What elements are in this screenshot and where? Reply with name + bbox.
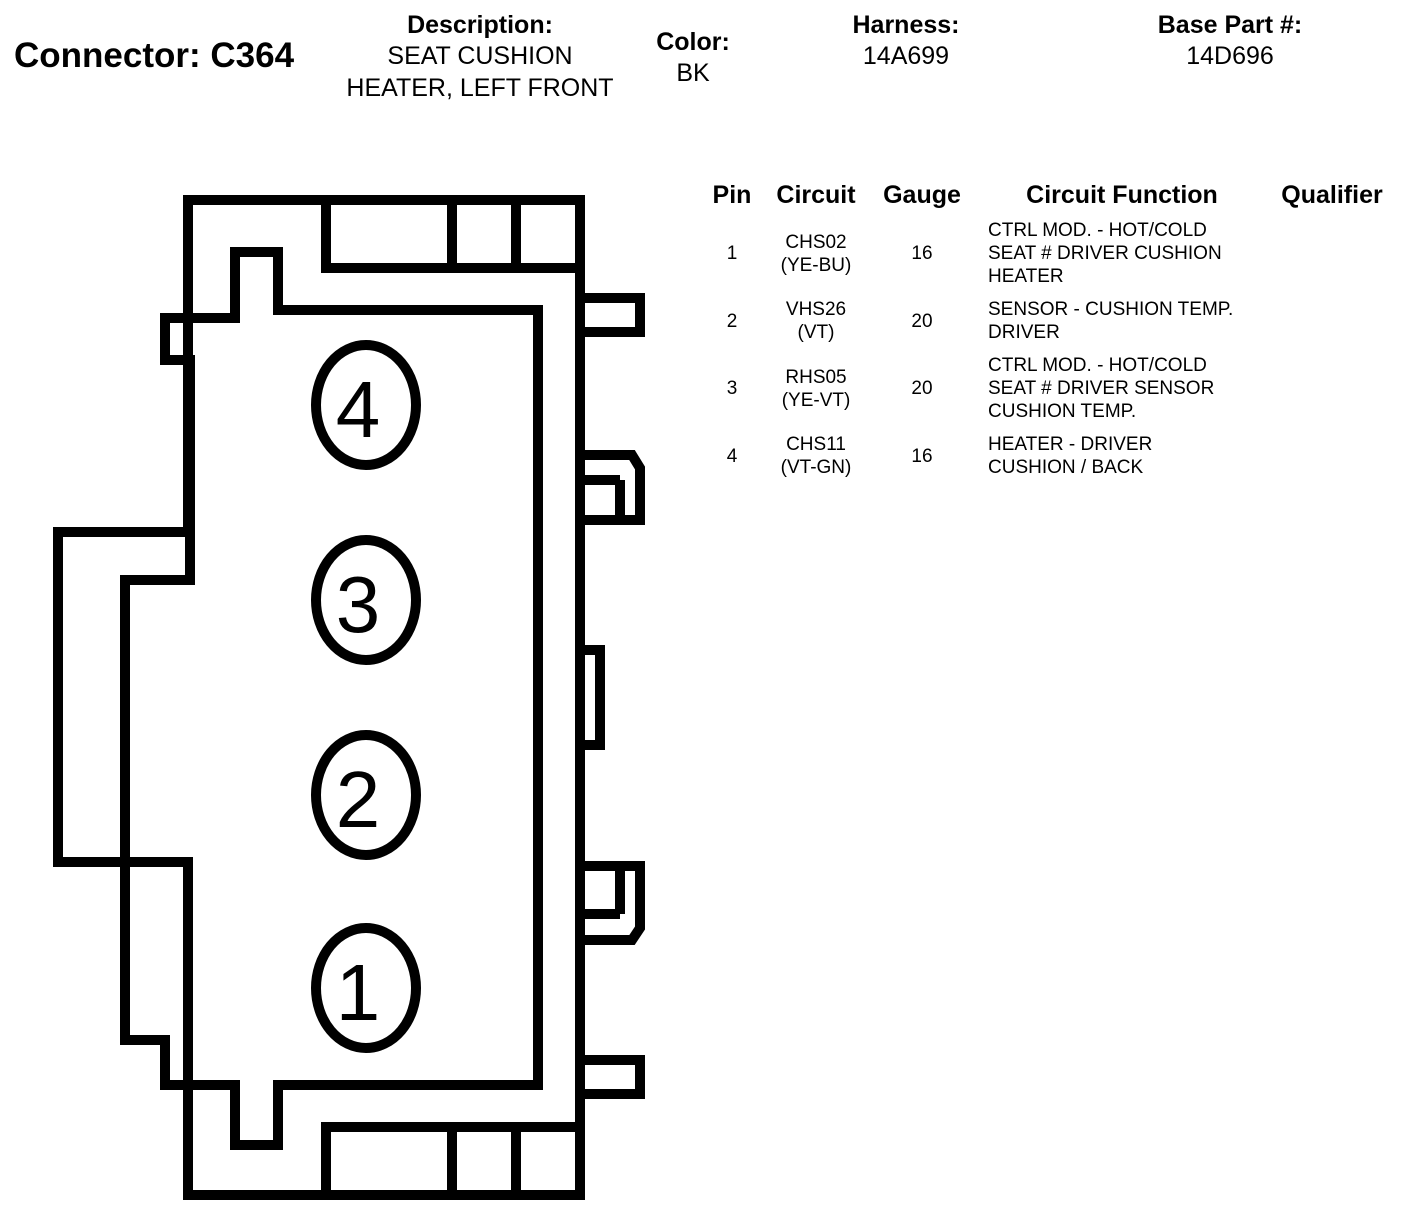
table-row: 1 CHS02 (YE-BU) 16 CTRL MOD. - HOT/COLD … [700,214,1396,293]
function-line: SEAT # DRIVER CUSHION [988,243,1222,264]
circuit-cell: RHS05 (YE-VT) [764,349,868,428]
header-circuit-function: Circuit Function [1026,180,1218,209]
pin-1-circle [311,923,421,1053]
qualifier [1268,349,1396,428]
function-line: CTRL MOD. - HOT/COLD [988,355,1207,376]
circuit-id: CHS11 [786,434,846,455]
connector-title: Connector: C364 [14,36,295,75]
function-line: CUSHION / BACK [988,457,1144,478]
pin-3-label: 3 [336,560,381,649]
harness-label: Harness: [852,11,960,39]
color-value: BK [676,59,710,87]
harness-block: Harness: 14A699 [806,10,1006,72]
table-row: 4 CHS11 (VT-GN) 16 HEATER - DRIVER CUSHI… [700,428,1396,484]
pin-3-circle [311,535,421,665]
top-latch [321,200,580,273]
description-line-2: HEATER, LEFT FRONT [346,74,614,102]
qualifier [1268,428,1396,484]
pin-table-header: Pin Circuit Gauge Circuit Function Quali… [700,176,1396,214]
circuit-cell: VHS26 (VT) [764,293,868,349]
pin-2-label: 2 [336,755,381,844]
function-line: HEATER [988,266,1064,287]
bottom-latch [321,1122,580,1195]
gauge: 16 [911,243,933,264]
pin-4-label: 4 [336,365,381,454]
function-line: DRIVER [988,322,1060,343]
pin-number: 3 [726,378,738,399]
inner-cavity [120,247,543,1150]
pin-number: 1 [726,243,738,264]
function-line: CTRL MOD. - HOT/COLD [988,220,1207,241]
circuit-color: (YE-BU) [780,254,852,276]
circuit-id: CHS02 [785,231,847,253]
side-tab-2 [580,450,645,525]
side-tab-1 [575,293,645,337]
circuit-function: CTRL MOD. - HOT/COLD SEAT # DRIVER SENSO… [976,349,1268,428]
header-pin: Pin [712,180,752,209]
base-part-label: Base Part #: [1157,11,1303,39]
circuit-function: SENSOR - CUSHION TEMP. DRIVER [976,293,1268,349]
header-circuit: Circuit [776,180,856,209]
base-part-block: Base Part #: 14D696 [1120,10,1340,72]
base-part-value: 14D696 [1186,42,1274,70]
side-tab-3 [575,645,605,750]
description-label: Description: [407,11,553,39]
description-line-1: SEAT CUSHION [387,42,573,70]
pin-number: 4 [726,445,738,467]
gauge: 20 [911,310,933,332]
pin-4-circle [311,340,421,470]
function-line: HEATER - DRIVER [988,434,1153,455]
circuit-function: CTRL MOD. - HOT/COLD SEAT # DRIVER CUSHI… [976,214,1268,293]
function-line: CUSHION TEMP. [988,401,1137,422]
housing-outline [53,195,585,1200]
gauge: 16 [911,445,933,467]
pin-number: 2 [726,310,738,332]
circuit-color: (VT-GN) [780,457,852,478]
function-line: SEAT # DRIVER SENSOR [988,378,1215,399]
pin-table: Pin Circuit Gauge Circuit Function Quali… [700,176,1396,484]
table-row: 3 RHS05 (YE-VT) 20 CTRL MOD. - HOT/COLD … [700,349,1396,428]
header-gauge: Gauge [883,180,961,209]
circuit-cell: CHS02 (YE-BU) [764,214,868,293]
qualifier [1268,293,1396,349]
color-block: Color: BK [630,27,756,89]
side-tab-5 [575,1055,645,1099]
harness-value: 14A699 [862,42,950,70]
color-label: Color: [656,28,730,56]
circuit-color: (YE-VT) [781,389,851,411]
circuit-cell: CHS11 (VT-GN) [764,428,868,484]
header-qualifier: Qualifier [1281,180,1383,209]
function-line: SENSOR - CUSHION TEMP. [988,299,1234,320]
circuit-function: HEATER - DRIVER CUSHION / BACK [976,428,1268,484]
description-block: Description: SEAT CUSHION HEATER, LEFT F… [300,10,660,104]
circuit-color: (VT) [797,322,835,343]
circuit-id: RHS05 [785,366,847,388]
qualifier [1268,214,1396,293]
circuit-id: VHS26 [785,299,847,320]
side-tab-4 [580,861,645,945]
gauge: 20 [911,378,933,399]
table-row: 2 VHS26 (VT) 20 SENSOR - CUSHION TEMP. D… [700,293,1396,349]
pin-1-label: 1 [336,948,381,1037]
pin-2-circle [311,730,421,860]
